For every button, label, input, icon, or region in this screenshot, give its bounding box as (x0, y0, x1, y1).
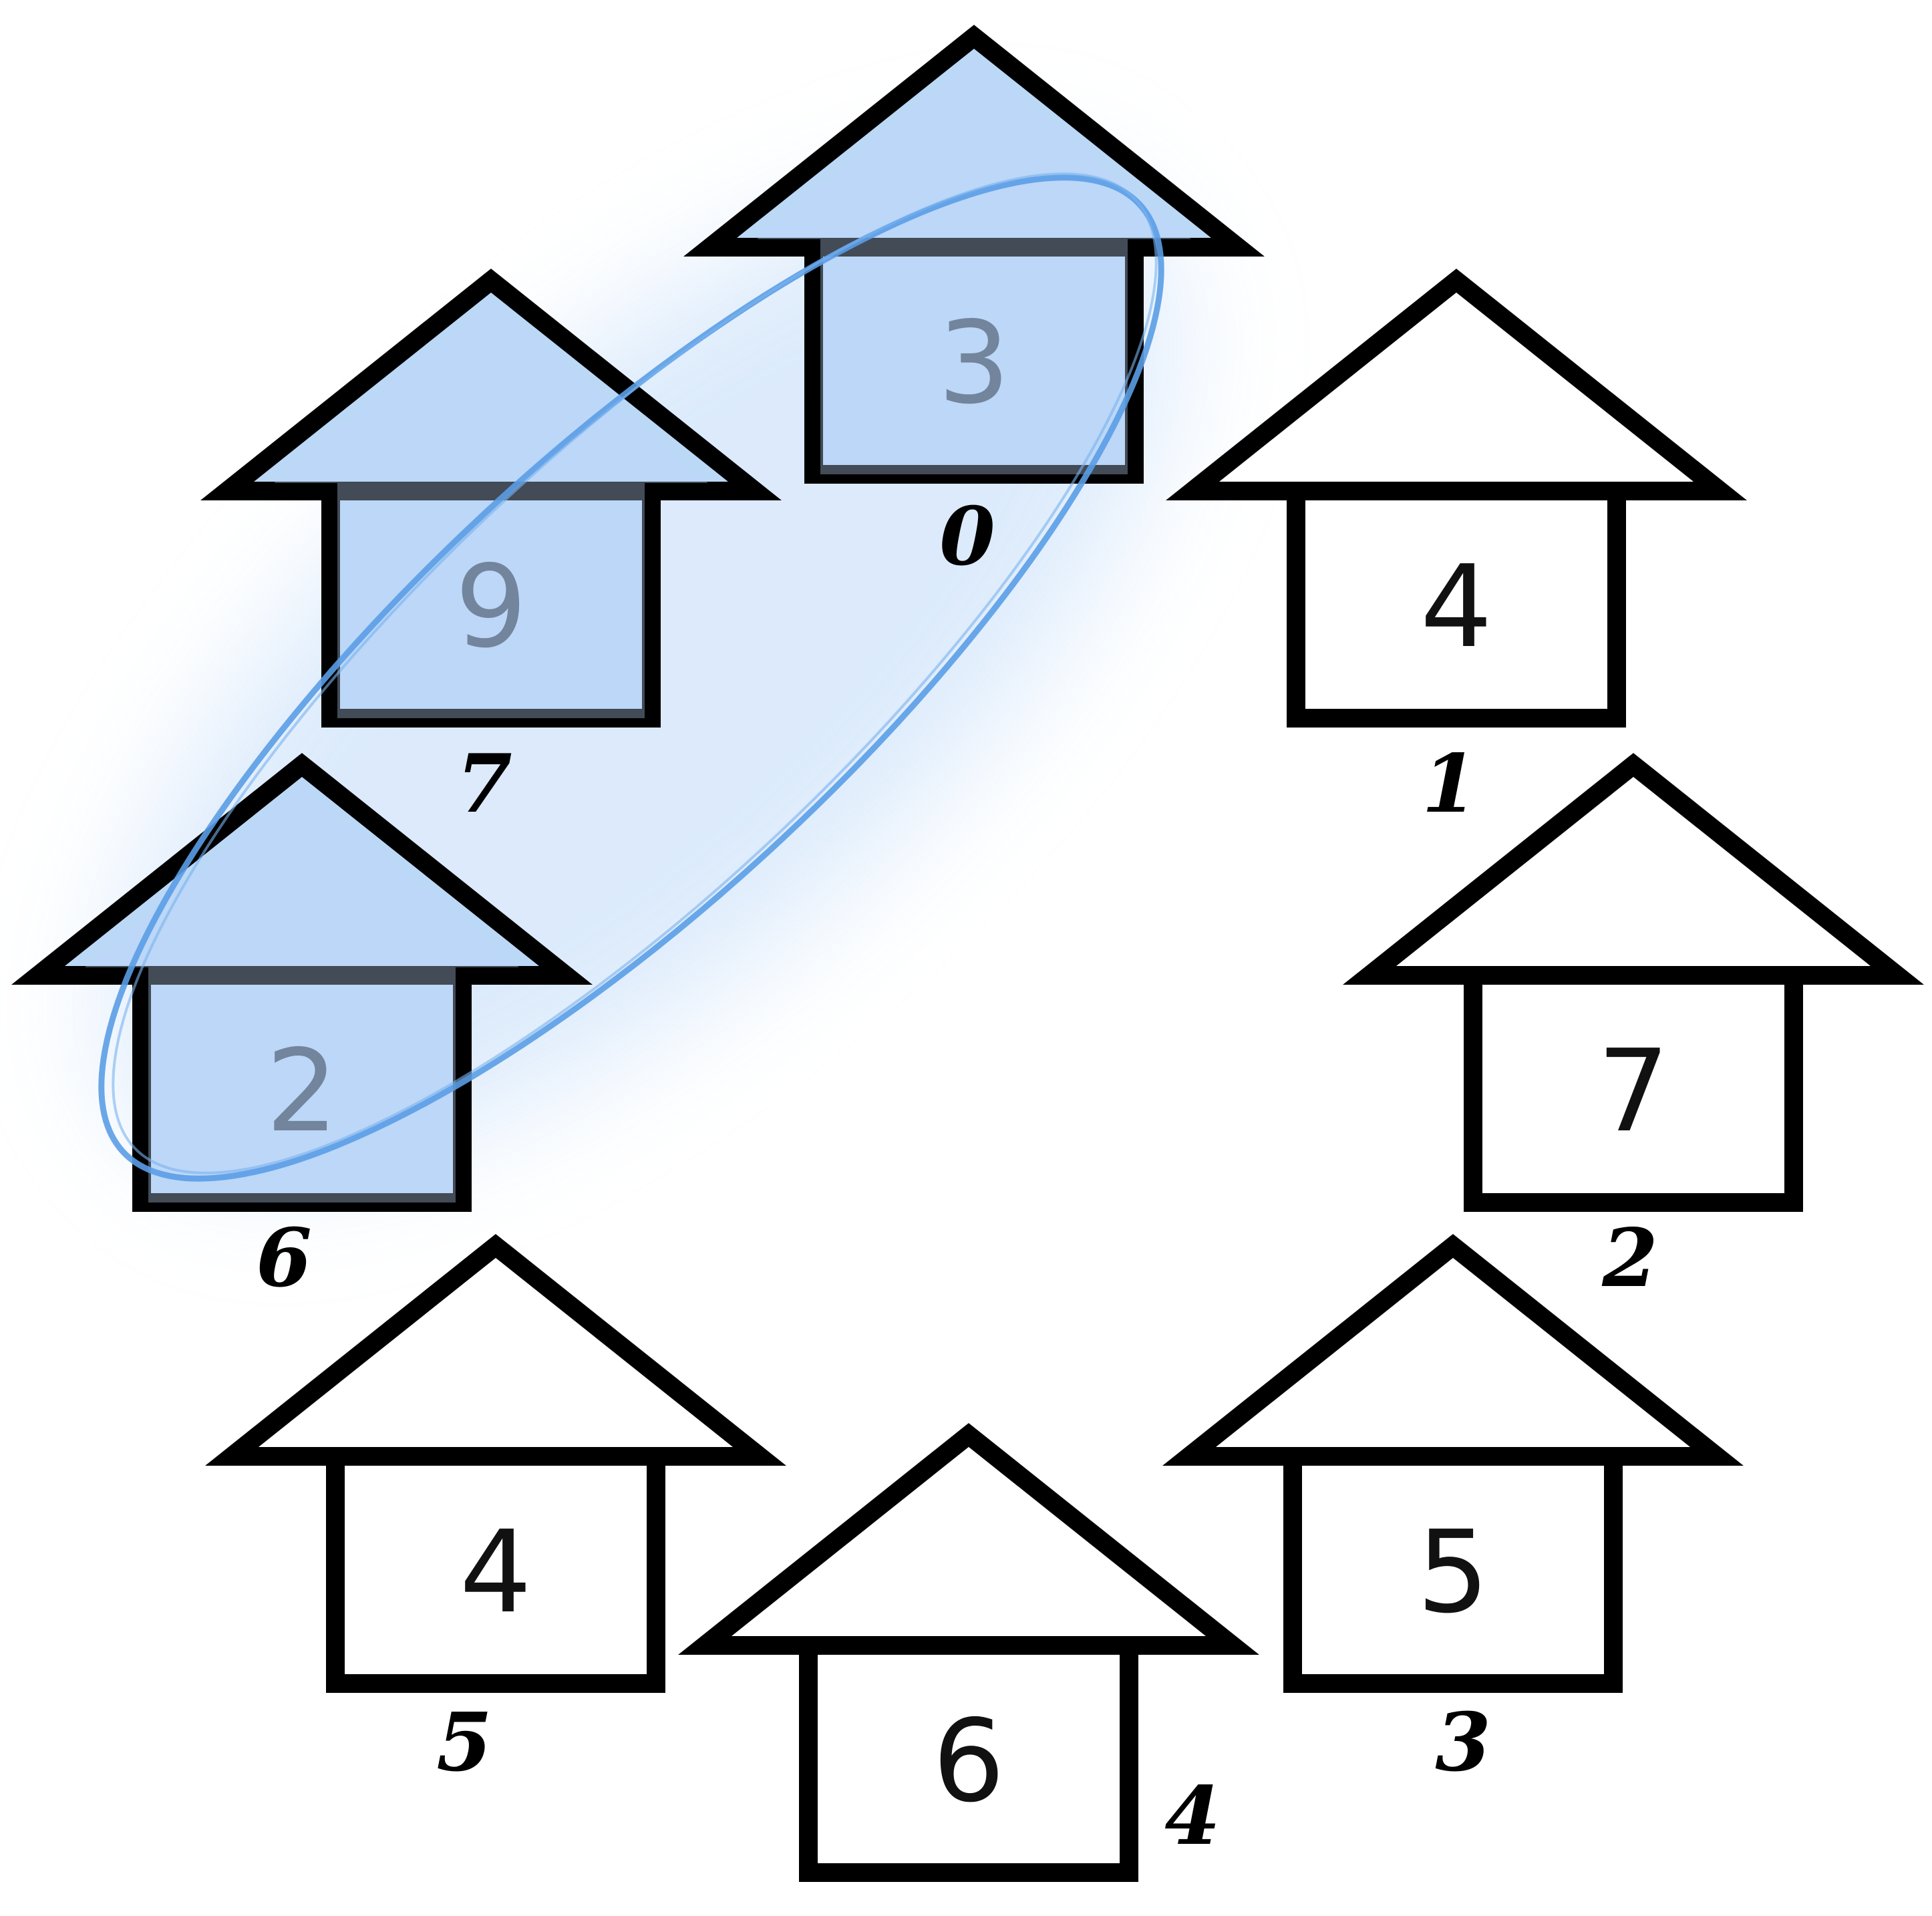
house-value: 3 (938, 297, 1010, 430)
house-index-label: 4 (1164, 1769, 1221, 1863)
house-roof (1165, 269, 1748, 500)
house-2: 72 (1342, 753, 1925, 1305)
house-index-label: 7 (456, 737, 512, 831)
house-0: 30 (683, 25, 1265, 584)
house-body (1283, 1447, 1623, 1693)
house-body (1464, 966, 1803, 1212)
house-highlight-tint (85, 785, 519, 1203)
house-body (321, 482, 661, 728)
house-body (804, 238, 1144, 484)
house-index-label: 3 (1435, 1696, 1491, 1790)
house-index-label: 2 (1601, 1211, 1658, 1305)
house-index-label: 1 (1422, 737, 1478, 831)
house-3: 53 (1162, 1234, 1744, 1790)
house-index-label: 6 (256, 1211, 312, 1305)
house-value: 6 (933, 1696, 1005, 1828)
house-value: 9 (455, 541, 527, 673)
house-value: 4 (460, 1506, 532, 1639)
house-value: 2 (266, 1025, 338, 1158)
house-value: 5 (1417, 1506, 1489, 1639)
house-highlight-tint (757, 57, 1191, 474)
house-body (326, 1447, 665, 1693)
house-index-label: 0 (939, 490, 995, 584)
house-5: 45 (204, 1234, 787, 1790)
house-body (799, 1636, 1138, 1882)
house-1: 41 (1165, 269, 1748, 831)
house-6: 26 (11, 753, 593, 1305)
house-value: 4 (1420, 541, 1492, 673)
selection-ellipse-overstroke (112, 172, 1158, 1174)
house-roof (677, 1423, 1260, 1655)
house-body (132, 966, 472, 1212)
house-value: 7 (1597, 1025, 1669, 1158)
house-index-label: 5 (436, 1696, 492, 1790)
house-body (1287, 482, 1626, 728)
